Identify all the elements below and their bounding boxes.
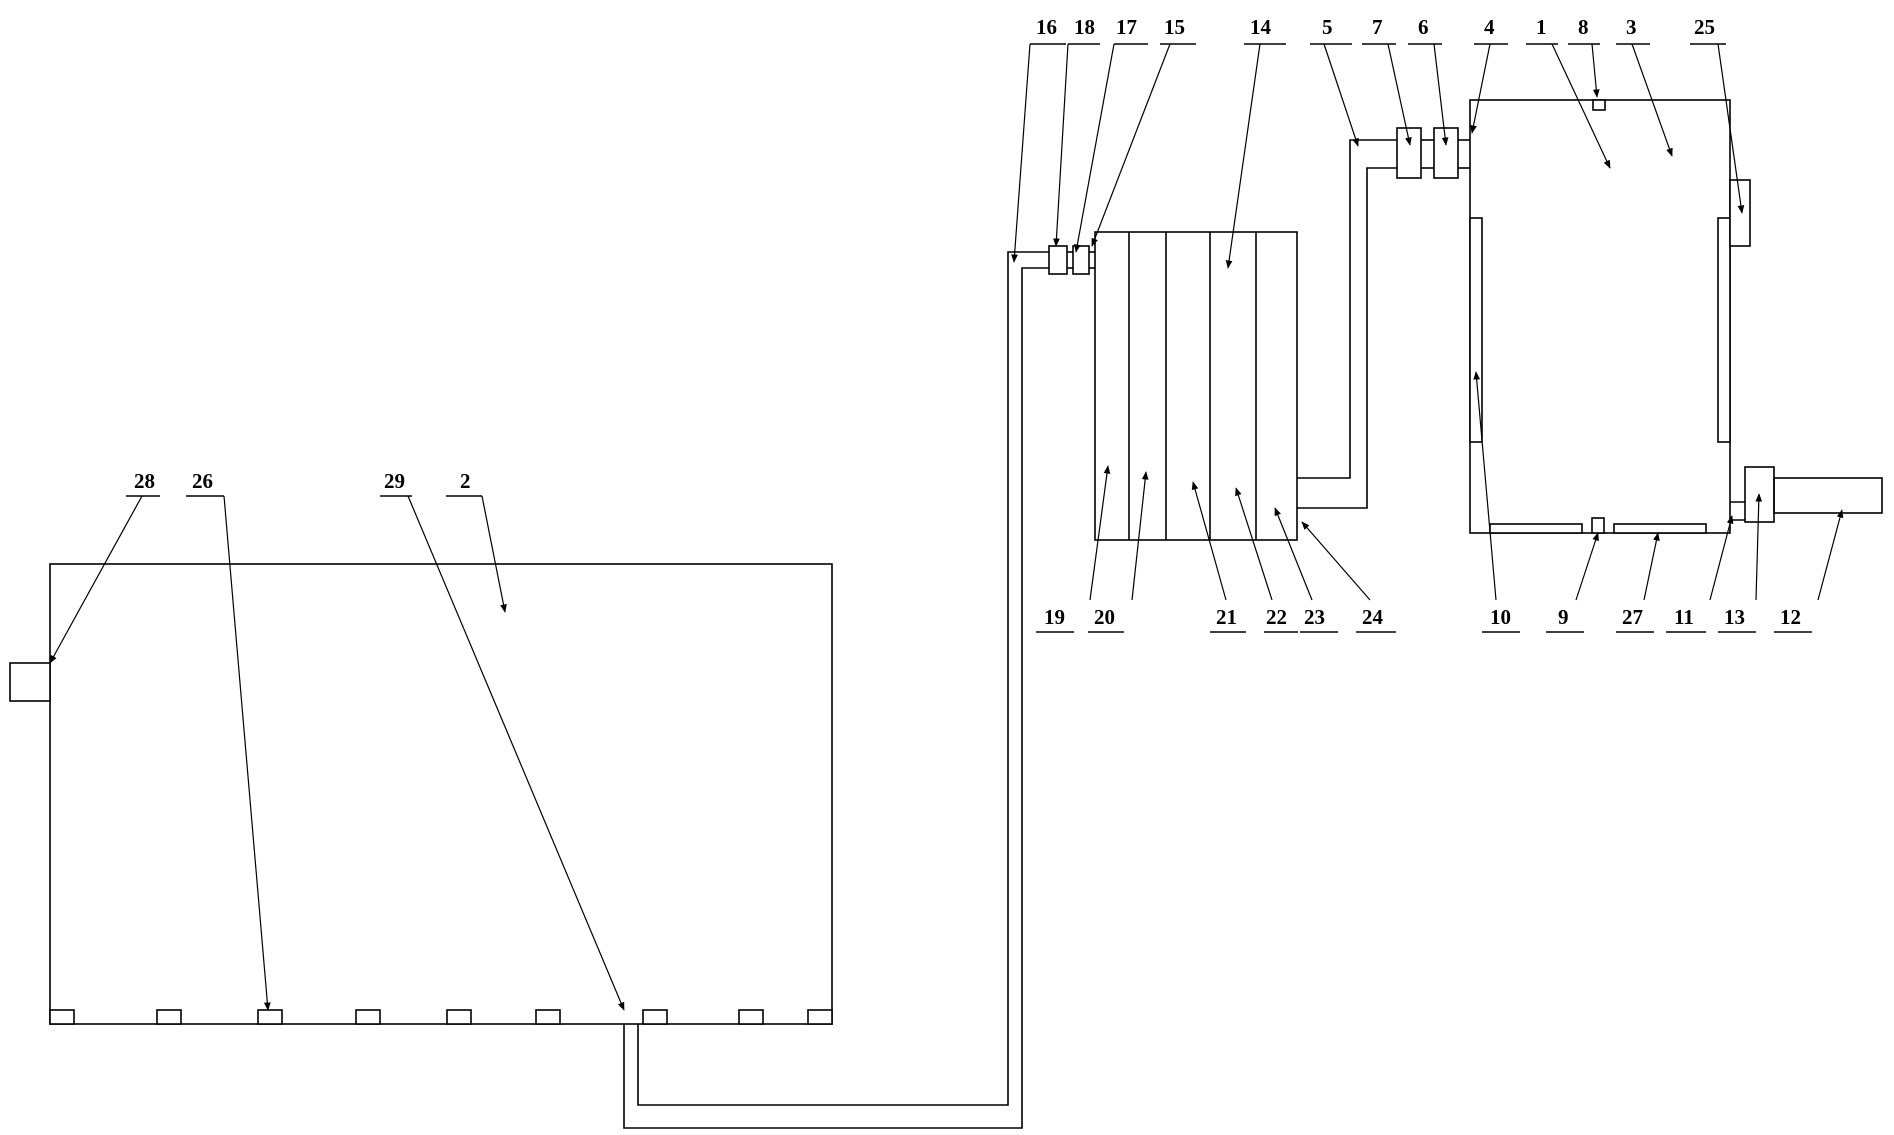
label-11: 11 xyxy=(1674,605,1694,629)
top-port-8 xyxy=(1592,99,1606,111)
label-underlines xyxy=(126,43,1812,633)
filter-unit xyxy=(1094,231,1298,541)
connecting-pipe xyxy=(623,251,1049,1129)
large-tank xyxy=(9,563,833,1025)
leader-lines xyxy=(49,43,1844,1011)
label-13: 13 xyxy=(1724,605,1745,629)
part-labels: 28 26 29 2 16 18 17 15 14 5 7 6 4 1 8 3 … xyxy=(134,15,1801,629)
label-26: 26 xyxy=(192,469,213,493)
valve-17 xyxy=(1072,245,1090,275)
label-1: 1 xyxy=(1536,15,1547,39)
label-7: 7 xyxy=(1372,15,1383,39)
label-2: 2 xyxy=(460,469,471,493)
label-4: 4 xyxy=(1484,15,1495,39)
label-22: 22 xyxy=(1266,605,1287,629)
label-5: 5 xyxy=(1322,15,1333,39)
label-25: 25 xyxy=(1694,15,1715,39)
label-20: 20 xyxy=(1094,605,1115,629)
label-6: 6 xyxy=(1418,15,1429,39)
bottom-plate-27 xyxy=(1613,523,1707,534)
label-29: 29 xyxy=(384,469,405,493)
label-28: 28 xyxy=(134,469,155,493)
label-17: 17 xyxy=(1116,15,1137,39)
left-outlet-stub xyxy=(9,662,51,702)
side-port-25 xyxy=(1729,179,1751,247)
valve-18 xyxy=(1048,245,1068,275)
outlet-pipe xyxy=(1297,127,1470,509)
label-8: 8 xyxy=(1578,15,1589,39)
label-3: 3 xyxy=(1626,15,1637,39)
label-16: 16 xyxy=(1036,15,1057,39)
label-24: 24 xyxy=(1362,605,1384,629)
label-9: 9 xyxy=(1558,605,1569,629)
label-12: 12 xyxy=(1780,605,1801,629)
right-plate xyxy=(1717,217,1731,443)
label-23: 23 xyxy=(1304,605,1325,629)
left-plate-10 xyxy=(1469,217,1483,443)
label-21: 21 xyxy=(1216,605,1237,629)
reactor-box xyxy=(1469,99,1883,534)
label-19: 19 xyxy=(1044,605,1065,629)
label-15: 15 xyxy=(1164,15,1185,39)
bottom-nozzles xyxy=(49,1009,833,1025)
bottom-port-9 xyxy=(1591,517,1605,534)
label-14: 14 xyxy=(1250,15,1272,39)
label-18: 18 xyxy=(1074,15,1095,39)
bottom-plate-left xyxy=(1489,523,1583,534)
outlet-pipe-12 xyxy=(1773,477,1883,514)
valve-7 xyxy=(1396,127,1422,179)
label-10: 10 xyxy=(1490,605,1511,629)
valve-6 xyxy=(1433,127,1459,179)
label-27: 27 xyxy=(1622,605,1643,629)
